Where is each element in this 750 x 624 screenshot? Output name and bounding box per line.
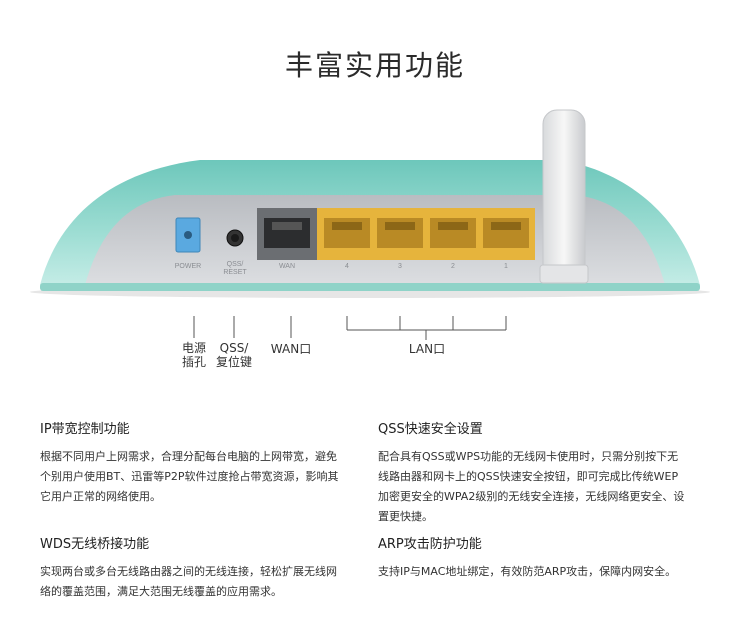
wan-port-label: WAN	[279, 263, 295, 270]
lan-port-label-2: 2	[451, 263, 455, 270]
feature-text: 实现两台或多台无线路由器之间的无线连接，轻松扩展无线网络的覆盖范围，满足大范围无…	[40, 565, 337, 598]
lan-port-label-3: 3	[398, 263, 402, 270]
router-illustration: POWER QSS/ RESET WAN 4 3 2 1	[0, 100, 750, 400]
qss-callout-line2: 复位键	[215, 355, 252, 369]
lan-port-4	[324, 218, 370, 248]
power-port-label: POWER	[175, 263, 201, 270]
feature-title: QSS快速安全设置	[378, 422, 483, 437]
feature-title: WDS无线桥接功能	[40, 537, 150, 552]
feature-text: 根据不同用户上网需求，合理分配每台电脑的上网带宽，避免个别用户使用BT、迅雷等P…	[40, 450, 339, 503]
page-title: 丰富实用功能	[284, 49, 465, 82]
qss-callout-line1: QSS/	[219, 341, 249, 355]
power-jack-hole	[184, 231, 192, 239]
lan-port-label-1: 1	[504, 263, 508, 270]
feature-title: IP带宽控制功能	[40, 422, 130, 437]
feature-title: ARP攻击防护功能	[378, 537, 482, 552]
power-callout-line2: 插孔	[181, 355, 206, 369]
qss-port-label-1: QSS/	[227, 261, 244, 268]
lan-port-1	[483, 218, 529, 248]
qss-port-label-2: RESET	[223, 269, 247, 276]
feature-wds: WDS无线桥接功能 实现两台或多台无线路由器之间的无线连接，轻松扩展无线网络的覆…	[40, 533, 340, 602]
lan-port-label-4: 4	[345, 263, 349, 270]
power-callout-line1: 电源	[181, 341, 206, 355]
qss-callout-label: QSS/ 复位键	[214, 341, 254, 369]
feature-text: 支持IP与MAC地址绑定，有效防范ARP攻击，保障内网安全。	[378, 565, 677, 578]
lan-port-2	[430, 218, 476, 248]
antenna-base	[539, 264, 589, 284]
antenna	[542, 109, 586, 281]
qss-reset-button-inner	[231, 234, 239, 242]
feature-text: 配合具有QSS或WPS功能的无线网卡使用时，只需分别按下无线路由器和网卡上的QS…	[378, 450, 685, 523]
feature-qss: QSS快速安全设置 配合具有QSS或WPS功能的无线网卡使用时，只需分别按下无线…	[378, 418, 688, 527]
lan-port-3	[377, 218, 423, 248]
router-base	[40, 283, 700, 291]
feature-ip-bandwidth: IP带宽控制功能 根据不同用户上网需求，合理分配每台电脑的上网带宽，避免个别用户…	[40, 418, 340, 507]
lan-callout-label: LAN口	[408, 342, 446, 356]
power-callout-label: 电源 插孔	[180, 341, 208, 369]
wan-callout-label: WAN口	[270, 342, 312, 356]
wan-port-pins	[272, 222, 302, 230]
feature-arp: ARP攻击防护功能 支持IP与MAC地址绑定，有效防范ARP攻击，保障内网安全。	[378, 533, 708, 582]
